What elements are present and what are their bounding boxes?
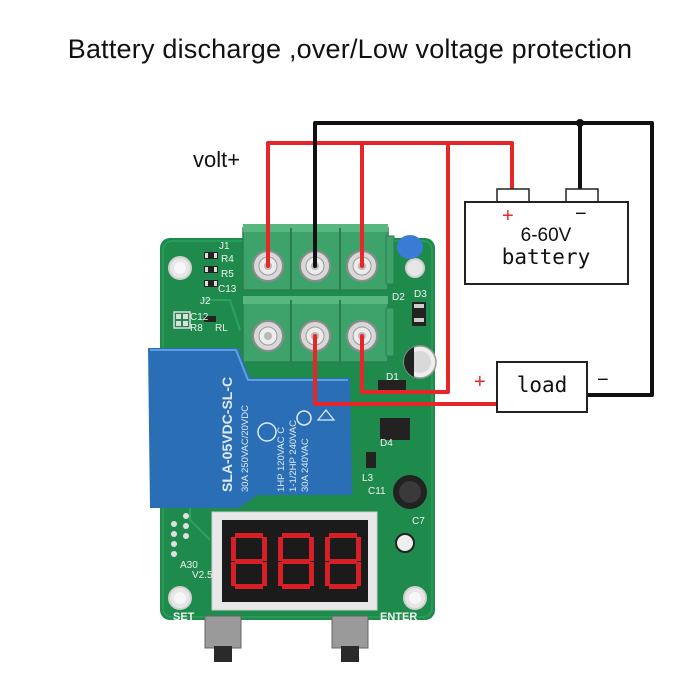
wire-load-positive-top [360, 141, 450, 394]
silk-c11: C11 [368, 486, 386, 497]
load-plus-sign: + [474, 371, 486, 393]
battery: + − 6-60V battery [464, 188, 629, 285]
wire-battery-positive [266, 141, 514, 268]
volt-plus-label: volt+ [193, 147, 240, 172]
enter-button[interactable] [331, 615, 369, 662]
silk-c12: C12 [190, 312, 209, 323]
relay-rating-3: 1HP 120VAC C [276, 427, 287, 492]
silk-r8: R8 [190, 323, 203, 334]
battery-label: battery [502, 245, 591, 269]
set-button-label: SET [173, 611, 195, 623]
wire-negative-loop [313, 121, 654, 397]
load: load + − [474, 361, 609, 413]
silk-d1: D1 [386, 372, 399, 383]
relay-rating-1: 30A 250VAC/20VDC [240, 405, 251, 492]
page-title: Battery discharge ,over/Low voltage prot… [67, 34, 633, 64]
silk-r5: R5 [221, 269, 234, 280]
battery-minus-sign: − [575, 203, 587, 225]
wire-load-positive [313, 334, 499, 406]
relay-model: SLA-05VDC-SL-C [219, 377, 235, 492]
silk-j2: J2 [200, 296, 211, 307]
silk-v25: V2.5 [192, 570, 213, 581]
set-button[interactable] [204, 615, 242, 662]
silk-c13: C13 [218, 284, 237, 295]
load-label: load [517, 373, 568, 397]
silk-r4: R4 [221, 254, 234, 265]
load-minus-sign: − [597, 369, 609, 391]
battery-voltage: 6-60V [521, 225, 572, 246]
silk-rl: RL [215, 323, 228, 334]
silk-l3: L3 [362, 473, 374, 484]
relay: SLA-05VDC-SL-C 30A 250VAC/20VDC 1HP 120V… [148, 348, 352, 508]
silk-d3: D3 [414, 289, 427, 300]
wires [266, 119, 654, 406]
silk-a30: A30 [180, 560, 198, 571]
silk-c7: C7 [412, 516, 425, 527]
enter-button-label: ENTER [380, 611, 417, 623]
silk-d2: D2 [392, 292, 405, 303]
relay-rating-4: 1-1/2HP 240VAC [288, 420, 299, 492]
seven-segment-display [211, 511, 378, 611]
relay-rating-5: 30A 240VAC [300, 438, 311, 492]
silk-d4: D4 [380, 438, 393, 449]
silk-j1: J1 [219, 241, 230, 252]
battery-plus-sign: + [502, 205, 514, 227]
display-digits [231, 533, 361, 589]
screw-bottom-1[interactable] [252, 320, 284, 352]
